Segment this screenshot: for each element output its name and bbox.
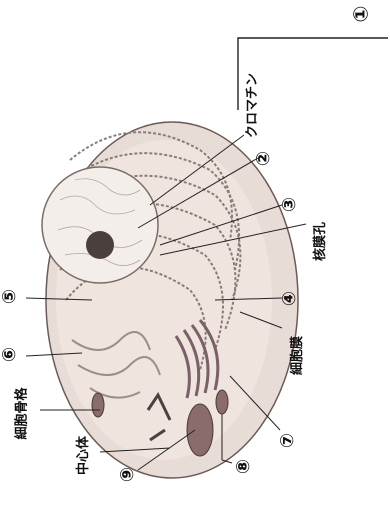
label-cytoskeleton: 細胞骨格	[11, 387, 30, 439]
label-num-4: ④	[279, 291, 300, 306]
label-num-6: ⑥	[0, 347, 20, 362]
nucleus-shape	[42, 167, 158, 283]
label-num-1: ①	[348, 6, 372, 23]
label-num-8: ⑧	[233, 459, 254, 474]
nucleolus-shape	[86, 231, 114, 259]
label-nuclear-pore: 核膜孔	[309, 222, 328, 261]
mitochondrion-1	[187, 404, 213, 456]
label-num-9: ⑨	[117, 467, 138, 482]
label-num-7: ⑦	[277, 433, 298, 448]
label-cell-membrane: 細胞膜	[286, 336, 305, 375]
label-num-2: ②	[253, 151, 274, 166]
bracket-line-1	[238, 38, 388, 110]
label-centrosome: 中心体	[72, 436, 91, 475]
label-num-3: ③	[279, 197, 300, 212]
mitochondrion-2	[216, 390, 228, 414]
label-chromatin: クロマチン	[241, 73, 260, 138]
label-num-5: ⑤	[0, 289, 20, 304]
mitochondrion-3	[92, 393, 104, 417]
